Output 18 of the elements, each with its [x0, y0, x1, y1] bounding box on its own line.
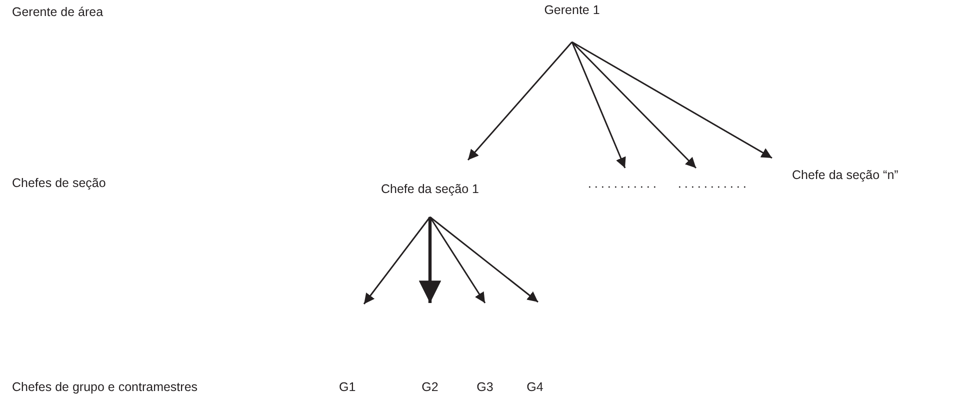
- arrow: [363, 216, 431, 304]
- arrow: [571, 42, 626, 168]
- node-label: G1: [339, 379, 356, 395]
- level-label: Chefes de seção: [12, 175, 106, 191]
- node-label: Gerente 1: [544, 2, 600, 18]
- level-label: Gerente de área: [12, 4, 104, 20]
- arrow: [572, 41, 772, 159]
- node-label: Chefe da seção “n”: [792, 167, 898, 183]
- level-label: Chefes de grupo e contramestres: [12, 379, 198, 395]
- arrow: [430, 216, 538, 303]
- node-label: G3: [476, 379, 494, 395]
- node-label: Chefe da seção 1: [381, 180, 479, 196]
- arrow: [418, 217, 442, 303]
- arrow: [571, 41, 697, 169]
- arrow: [467, 42, 573, 160]
- arrow: [429, 216, 486, 304]
- node-label: G2: [422, 379, 438, 395]
- node-label: G4: [526, 379, 544, 395]
